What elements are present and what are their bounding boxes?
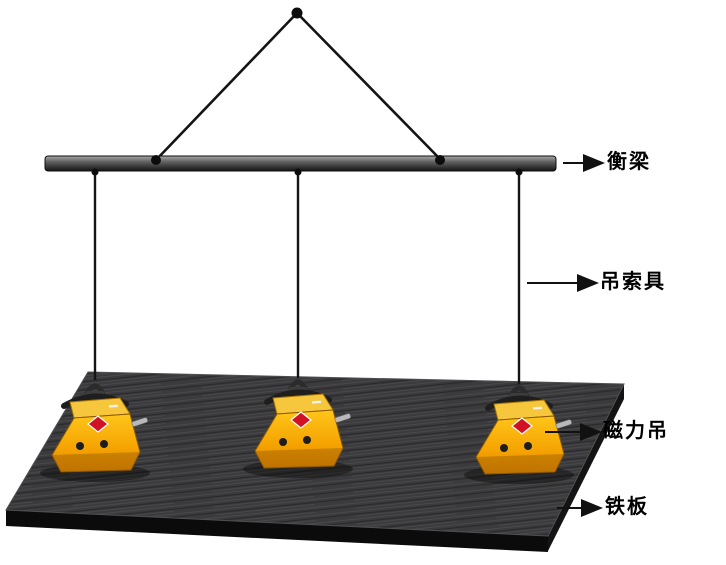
- sling-attachment-dot: [294, 168, 302, 176]
- spreader-beam: [44, 155, 557, 172]
- sling-line: [155, 12, 298, 161]
- label-plate: 铁板: [605, 496, 649, 518]
- sling-lines: [155, 12, 441, 161]
- beam-attachment-dot: [151, 155, 161, 165]
- sling-attachment-dot: [515, 168, 523, 176]
- sling-attachment-dot: [91, 168, 99, 176]
- hook-point-dot: [291, 7, 303, 19]
- steel-plate-right-edge: [548, 384, 624, 551]
- vertical-sling-lines: [93, 168, 521, 384]
- steel-plate-front-edge: [6, 510, 548, 552]
- label-lifter: 磁力吊: [603, 420, 669, 442]
- label-arrows: [527, 154, 605, 517]
- label-beam: 衡梁: [607, 151, 651, 173]
- beam-attachment-dot: [435, 155, 445, 165]
- label-rigging: 吊索具: [600, 271, 666, 293]
- sling-line: [296, 12, 441, 160]
